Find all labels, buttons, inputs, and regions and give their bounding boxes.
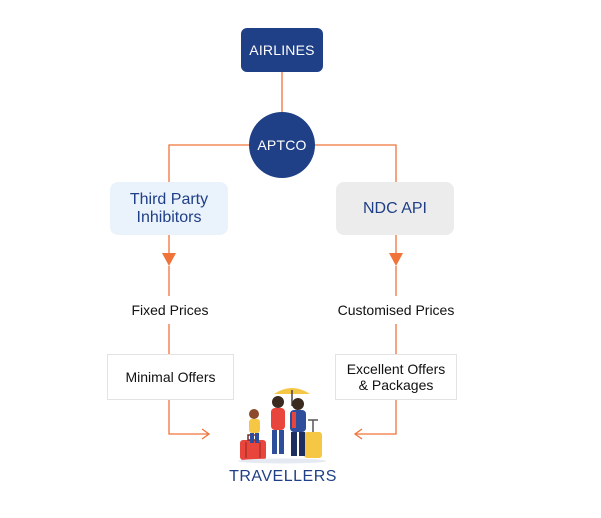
excellent-offers-node: Excellent Offers & Packages xyxy=(335,354,457,400)
third-party-inhibitors-node: Third Party Inhibitors xyxy=(110,182,228,235)
third-party-label: Third Party Inhibitors xyxy=(129,190,209,226)
connector-excellent-to-travellers xyxy=(356,398,397,435)
arrowhead-down-right xyxy=(389,253,403,266)
arrowhead-left-open xyxy=(353,428,363,440)
fixed-prices-label: Fixed Prices xyxy=(131,302,209,318)
ndc-api-label: NDC API xyxy=(362,199,427,217)
travellers-label: TRAVELLERS xyxy=(229,468,337,485)
family-travellers-icon xyxy=(238,388,326,464)
connector-aptco-right xyxy=(315,144,397,182)
connector-minimal-to-travellers xyxy=(168,398,208,435)
excellent-offers-label: Excellent Offers & Packages xyxy=(346,361,446,393)
arrowhead-down-left xyxy=(162,253,176,266)
aptco-label: APTCO xyxy=(257,137,307,153)
customised-prices-label: Customised Prices xyxy=(337,302,455,318)
airlines-label: AIRLINES xyxy=(249,42,315,58)
aptco-node: APTCO xyxy=(249,112,315,178)
ndc-api-node: NDC API xyxy=(336,182,454,235)
airlines-node: AIRLINES xyxy=(241,28,323,72)
arrowhead-right-open xyxy=(201,428,211,440)
minimal-offers-node: Minimal Offers xyxy=(107,354,234,400)
connector-aptco-left xyxy=(168,144,249,182)
minimal-offers-label: Minimal Offers xyxy=(125,369,216,385)
